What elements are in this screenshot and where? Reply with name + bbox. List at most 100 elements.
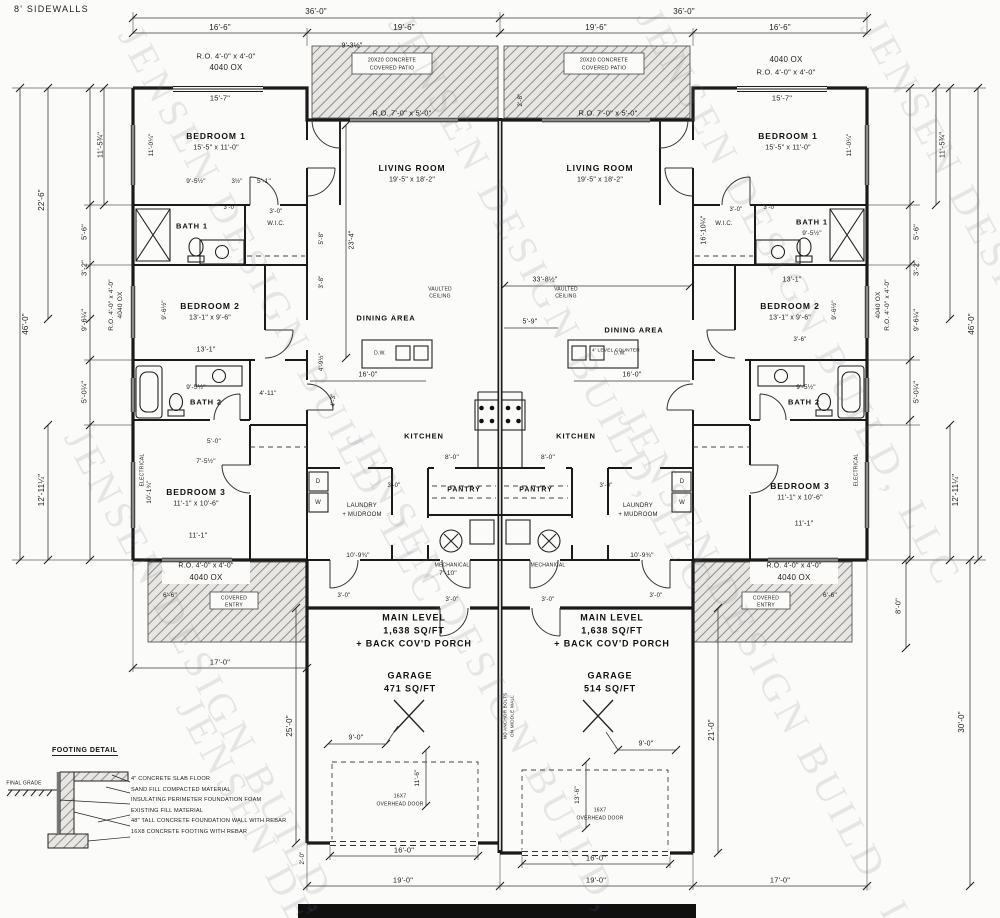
dim-label: R.O. 4'-0" x 4'-0" [766,562,822,570]
dim-label: 16'-0" [393,845,415,855]
dim-label: R.O. 4'-0" x 4'-0" [107,279,115,331]
sidewalls-note: 8' SIDEWALLS [14,4,89,14]
dim-label: 17'-0" [769,875,791,885]
dim-label: + MUDROOM [342,512,382,518]
dim-label: 5'-9" [522,318,538,326]
dim-label: 15'-7" [771,93,793,103]
dim-label: 13'-1" x 9'-6" [769,314,811,322]
dim-label: 11'-5¾" [95,131,105,159]
room-bath1-left: BATH 1 [176,221,208,231]
dim-label: 11'-1" x 10'-6" [173,500,219,508]
dim-label: R.O. 4'-0" x 4'-0" [178,562,234,570]
dim-label: 9'-5½" [186,383,206,391]
dim-label: 7'-10" [439,569,457,577]
dim-label: 3'-0" [763,205,777,211]
dim-label: 15'-7" [209,93,231,103]
dim-label: 20X20 CONCRETE [579,57,629,64]
dim-label: ENTRY [757,602,775,609]
footing-note: 48" TALL CONCRETE FOUNDATION WALL WITH R… [131,818,287,824]
dim-label: 5'-6" [911,224,921,240]
dim-label: 36'-0" [305,7,327,16]
dim-label: 9'-5½" [802,229,822,237]
dim-label: 16X7 [593,807,607,814]
dim-label: 9'-5½" [186,177,206,185]
dim-label: 19'-6" [585,23,607,32]
dim-label: 3'-0" [649,593,663,599]
dim-label: 3'-0" [729,207,743,213]
dim-label: 46'-0" [967,313,976,335]
dim-label: 8'-0" [893,598,903,614]
garage-marks [393,699,614,733]
dim-label: + MUDROOM [618,512,658,518]
dim-label: 16'-6" [209,23,231,32]
dim-label: 471 SQ/FT [383,683,437,694]
footing-note: SAND FILL COMPACTED MATERIAL [131,786,231,793]
room-bedroom2-left: BEDROOM 2 [180,300,240,311]
room-pantry-right: PANTRY [519,486,553,494]
dim-label: FINAL GRADE [6,780,42,787]
dim-label: + BACK COV'D PORCH [356,638,472,649]
dim-label: LAUNDRY [623,503,653,509]
dim-label: 4040 OX [874,291,882,319]
dim-label: 13'-1" x 9'-6" [189,314,231,322]
footing-notes: 4" CONCRETE SLAB FLOOR SAND FILL COMPACT… [131,776,286,836]
dim-label: W [679,500,685,506]
garage-right: GARAGE [587,670,633,681]
room-living-right: LIVING ROOM [566,162,634,173]
dim-label: 7'-5½" [196,457,216,465]
room-living-left: LIVING ROOM [378,162,446,173]
room-bedroom3-left: BEDROOM 3 [166,486,226,497]
dim-label: 21'-0" [707,719,716,741]
dim-label: COVERED PATIO [581,65,627,72]
dim-label: 4040 OX [769,55,803,64]
dim-label: 4'-11" [259,389,277,397]
extension-lines [12,12,986,890]
dim-label: 5'-0¼" [79,380,89,404]
dim-label: 514 SQ/FT [583,683,637,694]
room-kitchen-left: KITCHEN [404,431,444,441]
dim-label: 3'-2" [911,260,921,276]
dim-label: 36'-0" [673,7,695,16]
dim-label: 6'-6" [823,591,837,599]
dim-label: VAULTED [428,286,452,293]
dim-label: ELECTRICAL [139,453,146,487]
dim-label: ENTRY [225,602,243,609]
room-bedroom3-right: BEDROOM 3 [770,480,830,491]
dim-label: 9'-6¼" [911,308,921,332]
kitchen-fixtures [308,339,692,553]
dim-label: 5'-1" [257,177,271,185]
dim-label: 12'-11¼" [37,473,46,507]
dim-label: D [315,479,321,485]
room-pantry-left: PANTRY [447,486,481,494]
dim-label: 3'-0" [269,209,283,215]
dim-label: 3'-0" [387,483,401,489]
dim-label: 25'-0" [285,715,294,737]
dim-label: 9'-6½" [160,300,168,320]
room-kitchen-right: KITCHEN [556,431,596,441]
room-bedroom1-right: BEDROOM 1 [758,130,818,141]
footing-note: 4" CONCRETE SLAB FLOOR [131,776,211,782]
dim-label: W.I.C. [715,221,733,227]
dim-label: 13'-6" [573,786,581,804]
overhead-doors [330,839,670,857]
dim-label: 16'-6" [769,23,791,32]
room-dining-right: DINING AREA [604,325,664,335]
dim-label: 11'-1" [188,532,208,540]
sheet-edge-bar [298,904,696,918]
dim-label: 15'-5" x 11'-0" [193,144,239,152]
dim-label: 11'-1" x 10'-6" [777,494,823,502]
dim-label: W.I.C. [267,221,285,227]
dim-label: 33'-8½" [532,276,558,284]
dim-label: 4' LEVEL COUNTER [592,348,640,354]
dim-label: R.O. 7'-0" x 5'-0" [372,108,432,118]
dim-label: 4040 OX [777,573,811,582]
dim-label: R.O. 4'-0" x 4'-0" [756,67,816,77]
dim-label: 20X20 CONCRETE [367,57,417,64]
dim-label: 9'-3½" [341,42,363,50]
dim-label: 10'-9¾" [630,551,654,559]
dim-label: 5'-8" [319,231,325,245]
dim-label: 5'-0" [207,437,221,445]
dim-label: MECHANICAL [530,562,566,569]
dim-label: R.O. 4'-0" x 4'-0" [883,279,891,331]
